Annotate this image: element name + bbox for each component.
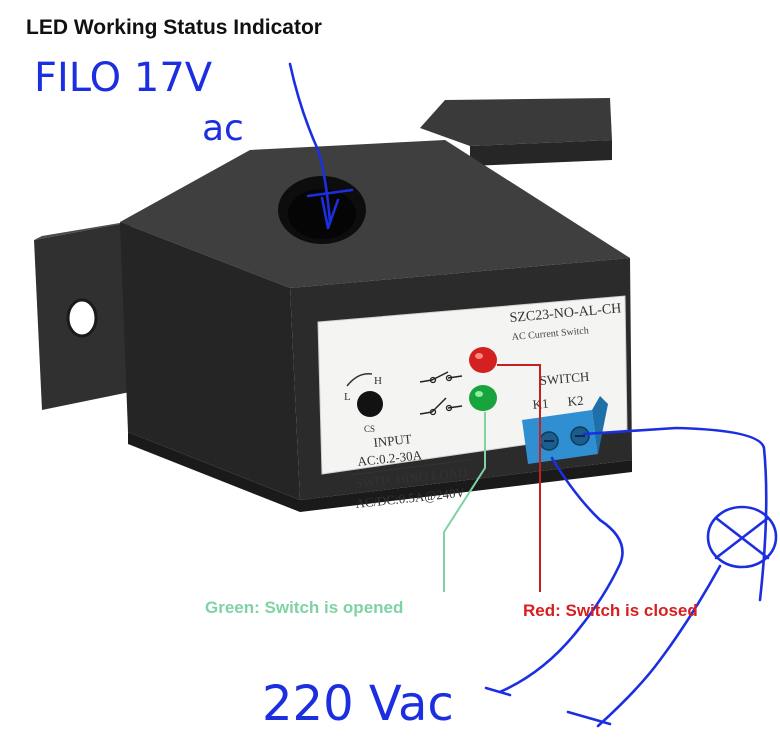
housing-top [120, 140, 630, 288]
knob-high-label: H [374, 375, 382, 387]
wire-annotation-sublabel: ac [202, 108, 244, 149]
wire-lamp-to-supply [596, 564, 722, 728]
switch-label: SWITCH [539, 369, 590, 388]
load-lamp-symbol [706, 505, 778, 569]
page-title: LED Working Status Indicator [26, 16, 322, 39]
green-led-legend: Green: Switch is opened [205, 598, 404, 617]
rear-mounting-flange [420, 98, 612, 146]
arrow-line [288, 62, 332, 224]
green-led [469, 385, 497, 411]
input-range-label: AC:0.2-30A [357, 447, 423, 469]
wire-annotation-label: FILO 17V [34, 55, 213, 101]
green-callout-line [443, 412, 486, 592]
knob-cs-label: CS [364, 424, 375, 434]
red-callout-line [497, 364, 541, 592]
input-label: INPUT [373, 431, 413, 450]
red-led-legend: Red: Switch is closed [523, 601, 698, 620]
wire-k1-to-supply [498, 456, 624, 694]
hand-drawn-annotations [288, 62, 778, 728]
red-led [469, 347, 497, 373]
mounting-hole [66, 298, 98, 338]
sensitivity-knob [357, 391, 383, 417]
knob-low-label: L [344, 391, 351, 403]
wire-k2-to-lamp [582, 426, 768, 602]
supply-voltage-annotation: 220 Vac [262, 676, 454, 732]
arrow-head [306, 188, 354, 230]
housing-left-side [120, 222, 300, 500]
k2-label: K2 [567, 393, 584, 409]
